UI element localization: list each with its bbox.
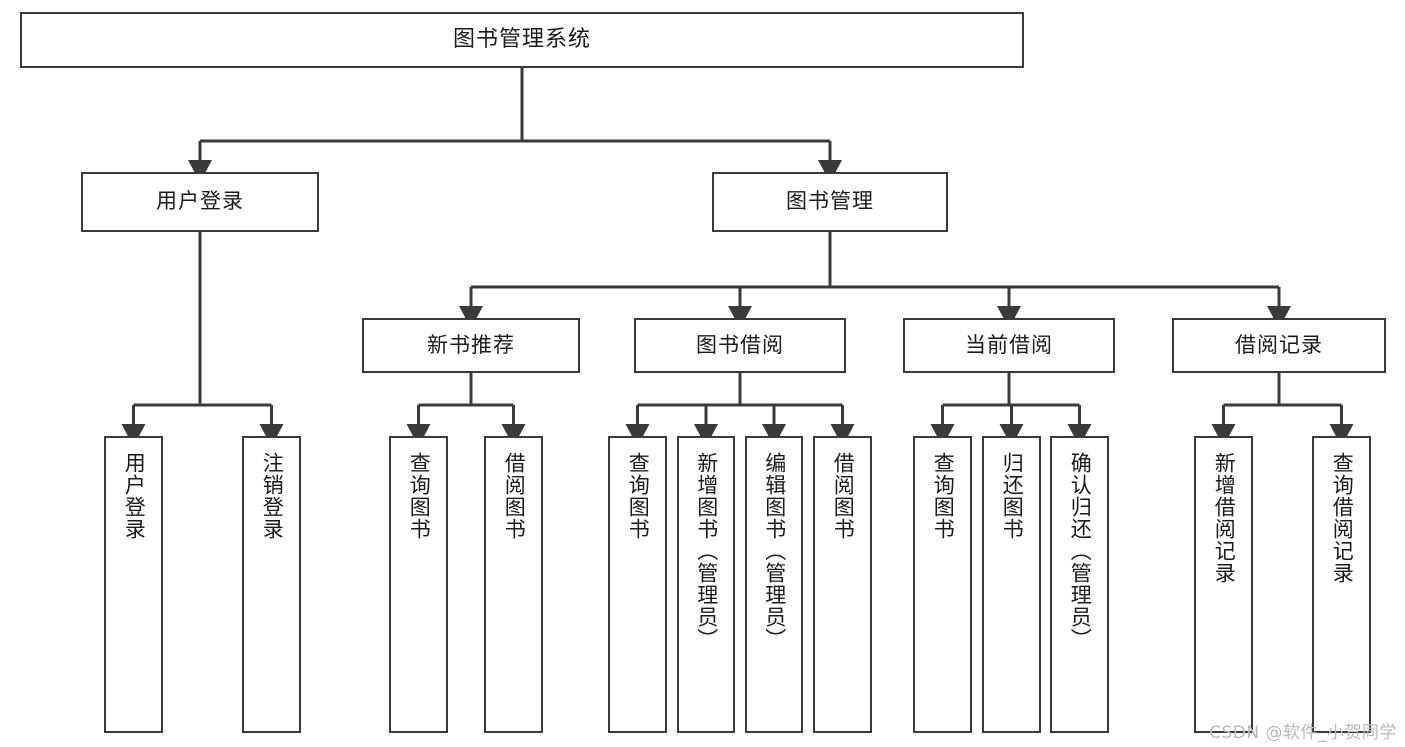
node-leaf-rec-query[interactable]: 查询图书 — [389, 436, 448, 733]
node-leaf-cb-return[interactable]: 归还图书 — [982, 436, 1041, 733]
node-leaf-cb-confirm[interactable]: 确认归还（管理员） — [1050, 436, 1109, 733]
watermark-label: CSDN @软件_小贺同学 — [1209, 723, 1397, 743]
node-label: 注销登录 — [260, 452, 285, 540]
node-current-borrow[interactable]: 当前借阅 — [903, 318, 1115, 373]
node-label: 用户登录 — [156, 189, 244, 214]
node-label: 图书管理 — [786, 189, 874, 214]
node-root[interactable]: 图书管理系统 — [20, 12, 1024, 68]
node-label: 新增借阅记录 — [1212, 452, 1237, 584]
node-leaf-user-logout[interactable]: 注销登录 — [242, 436, 301, 733]
node-new-book-rec[interactable]: 新书推荐 — [362, 318, 580, 373]
node-leaf-bb-borrow[interactable]: 借阅图书 — [813, 436, 872, 733]
node-label: 新书推荐 — [427, 332, 515, 357]
node-label: 查询图书 — [407, 452, 432, 540]
node-leaf-cb-query[interactable]: 查询图书 — [913, 436, 972, 733]
node-label: 当前借阅 — [965, 332, 1053, 357]
node-label: 查询图书 — [931, 452, 956, 540]
node-label: 归还图书 — [1000, 452, 1025, 540]
node-label: 借阅图书 — [502, 452, 527, 540]
node-leaf-bb-add[interactable]: 新增图书（管理员） — [677, 436, 735, 733]
node-leaf-bb-edit[interactable]: 编辑图书（管理员） — [745, 436, 803, 733]
node-label: 编辑图书（管理员） — [762, 452, 787, 650]
node-label: 新增图书（管理员） — [694, 452, 719, 650]
node-leaf-br-query[interactable]: 查询借阅记录 — [1312, 436, 1371, 733]
node-label: 用户登录 — [122, 452, 147, 540]
node-label: 借阅图书 — [831, 452, 856, 540]
node-label: 图书管理系统 — [452, 26, 591, 52]
node-user-login[interactable]: 用户登录 — [81, 172, 319, 232]
node-leaf-bb-query[interactable]: 查询图书 — [608, 436, 667, 733]
node-book-manage[interactable]: 图书管理 — [712, 172, 948, 232]
node-label: 查询借阅记录 — [1330, 452, 1355, 584]
node-label: 查询图书 — [626, 452, 651, 540]
node-leaf-rec-borrow[interactable]: 借阅图书 — [484, 436, 543, 733]
node-label: 确认归还（管理员） — [1068, 452, 1093, 650]
node-label: 借阅记录 — [1235, 332, 1323, 357]
node-borrow-record[interactable]: 借阅记录 — [1172, 318, 1386, 373]
node-book-borrow[interactable]: 图书借阅 — [634, 318, 846, 373]
node-leaf-user-login[interactable]: 用户登录 — [104, 436, 163, 733]
node-leaf-br-add[interactable]: 新增借阅记录 — [1194, 436, 1253, 733]
node-label: 图书借阅 — [696, 332, 784, 357]
